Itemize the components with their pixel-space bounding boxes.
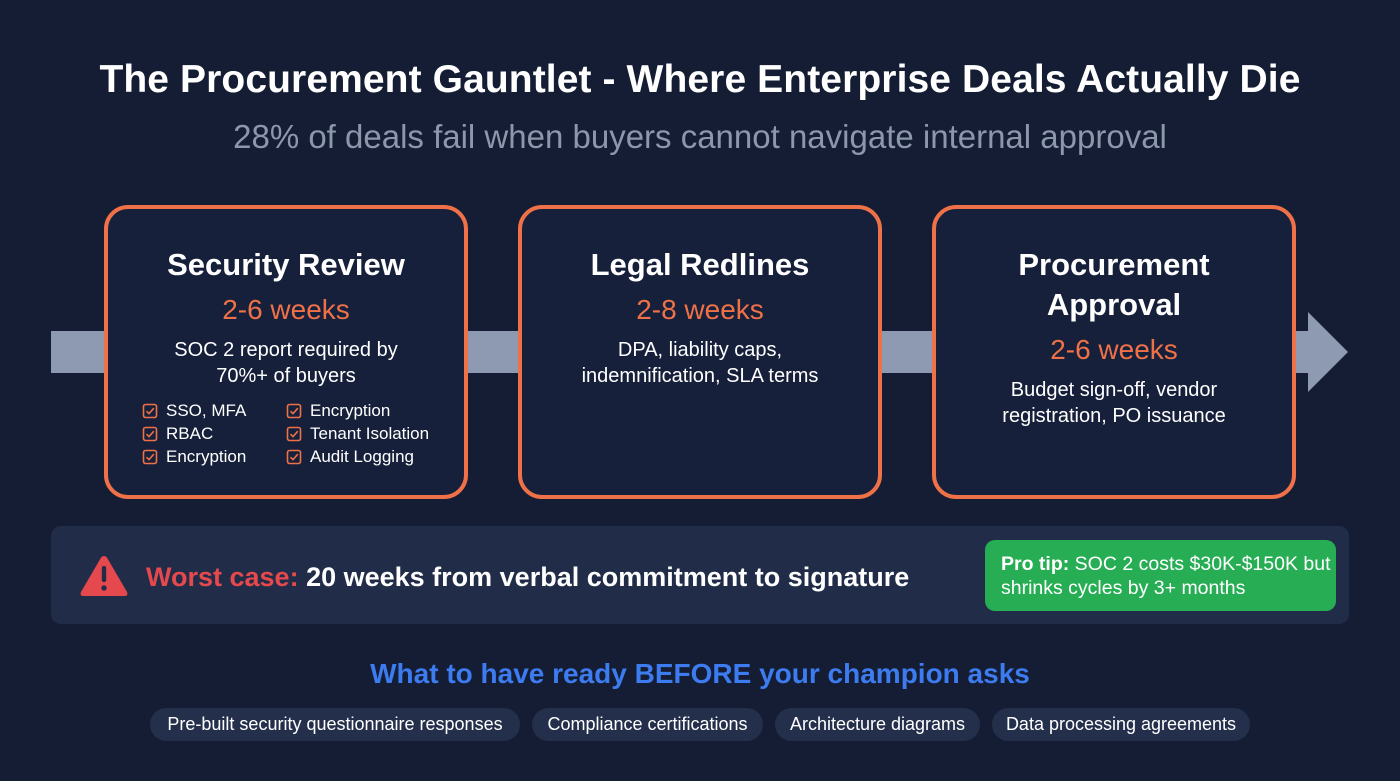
stage-title: Procurement Approval <box>1018 247 1210 322</box>
checklist-item: SSO, MFA <box>142 399 286 422</box>
warning-triangle-icon <box>80 556 128 596</box>
worst-case-label: Worst case: <box>146 562 299 592</box>
checkbox-checked-icon <box>142 449 158 464</box>
stage-duration: 2-8 weeks <box>636 294 764 325</box>
page-subtitle: 28% of deals fail when buyers cannot nav… <box>233 118 1167 155</box>
ready-checklist-heading: What to have ready BEFORE your champion … <box>370 658 1030 689</box>
page-title: The Procurement Gauntlet - Where Enterpr… <box>99 58 1301 101</box>
checklist-item-label: Tenant Isolation <box>310 424 430 443</box>
flow-arrow-head-icon <box>1308 312 1348 392</box>
stage-title: Legal Redlines <box>590 247 810 282</box>
stage-description: DPA, liability caps, indemnification, SL… <box>581 339 819 387</box>
pro-tip-text: SOC 2 costs $30K-$150K but shrinks cycle… <box>1001 553 1331 599</box>
worst-case-value: 20 weeks from verbal commitment to signa… <box>298 562 910 592</box>
checkbox-checked-icon <box>286 403 302 418</box>
stage-duration: 2-6 weeks <box>1050 334 1178 365</box>
checklist-item-label: Encryption <box>166 447 247 466</box>
checklist-item: Encryption <box>286 399 446 422</box>
checklist-item-label: Audit Logging <box>310 447 414 466</box>
ready-pill: Pre-built security questionnaire respons… <box>150 708 520 741</box>
security-checklist: SSO, MFA Encryption RBAC Tenant Isolatio… <box>142 399 464 468</box>
stage-card-legal-redlines: Legal Redlines 2-8 weeks DPA, liability … <box>518 205 882 499</box>
stage-description: Budget sign-off, vendor registration, PO… <box>1002 379 1226 427</box>
checkbox-checked-icon <box>142 426 158 441</box>
stage-title: Security Review <box>167 247 405 282</box>
pro-tip-box: Pro tip: SOC 2 costs $30K-$150K but shri… <box>985 540 1336 611</box>
checklist-item: Encryption <box>142 445 286 468</box>
stage-card-procurement-approval: Procurement Approval 2-6 weeks Budget si… <box>932 205 1296 499</box>
stage-description: SOC 2 report required by 70%+ of buyers <box>174 339 398 387</box>
checkbox-checked-icon <box>142 403 158 418</box>
checkbox-checked-icon <box>286 449 302 464</box>
checklist-item: Tenant Isolation <box>286 422 446 445</box>
ready-pill: Architecture diagrams <box>775 708 980 741</box>
pro-tip-label: Pro tip: <box>1001 553 1070 575</box>
worst-case-text: Worst case: 20 weeks from verbal commitm… <box>146 560 909 594</box>
ready-pill: Compliance certifications <box>532 708 763 741</box>
stage-card-security-review: Security Review 2-6 weeks SOC 2 report r… <box>104 205 468 499</box>
checklist-item: Audit Logging <box>286 445 446 468</box>
checkbox-checked-icon <box>286 426 302 441</box>
ready-pill: Data processing agreements <box>992 708 1250 741</box>
checklist-item: RBAC <box>142 422 286 445</box>
stage-duration: 2-6 weeks <box>222 294 350 325</box>
checklist-item-label: RBAC <box>166 424 214 443</box>
checklist-item-label: Encryption <box>310 401 391 420</box>
checklist-item-label: SSO, MFA <box>166 401 247 420</box>
